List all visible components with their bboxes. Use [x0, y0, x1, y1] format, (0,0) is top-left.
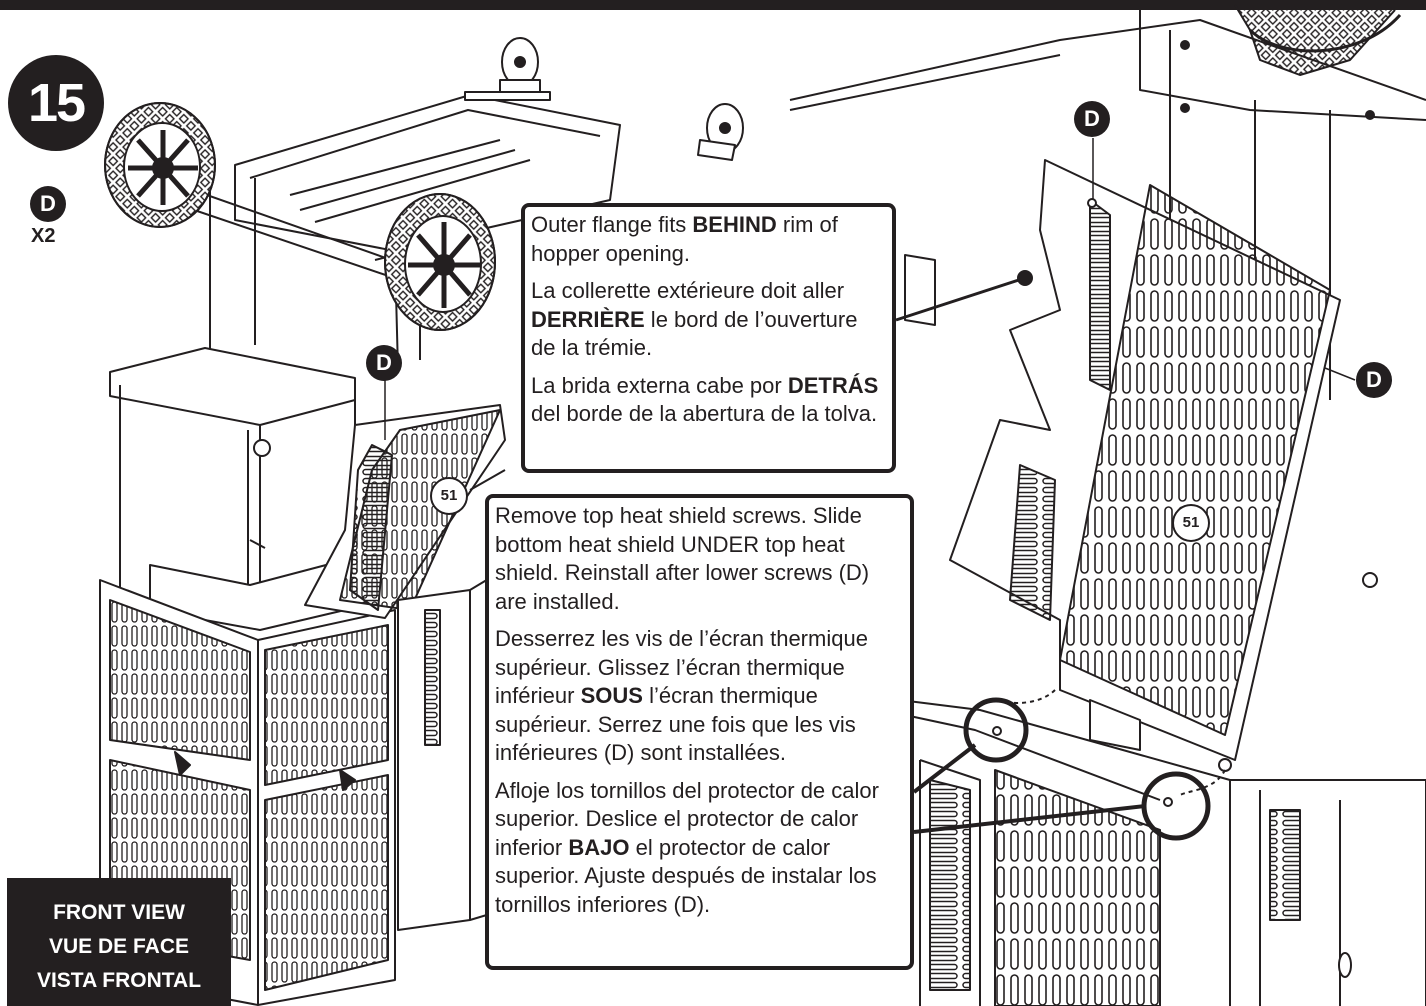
- part-number-label: 51: [430, 477, 468, 515]
- heat-shield-instruction-callout: Remove top heat shield screws. Slide bot…: [485, 494, 914, 970]
- instruction-french: La collerette extérieure doit aller DERR…: [531, 278, 858, 360]
- part-number-label: 51: [1172, 504, 1210, 542]
- instruction-english: Outer flange fits BEHIND rim of hopper o…: [531, 212, 838, 266]
- hardware-badge-d: D: [30, 186, 66, 222]
- view-label-english: FRONT VIEW: [53, 901, 185, 924]
- flange-instruction-callout: Outer flange fits BEHIND rim of hopper o…: [521, 203, 896, 473]
- screw-marker-d: D: [1074, 101, 1110, 137]
- screw-marker-d: D: [1356, 362, 1392, 398]
- view-label-french: VUE DE FACE: [48, 935, 190, 958]
- step-number: 15: [8, 55, 104, 151]
- instruction-french: Desserrez les vis de l’écran thermique s…: [495, 626, 868, 765]
- view-label-spanish: VISTA FRONTAL: [36, 969, 202, 992]
- top-bar: [0, 0, 1426, 10]
- screw-marker-d: D: [366, 345, 402, 381]
- instruction-spanish: Afloje los tornillos del protector de ca…: [495, 777, 879, 917]
- view-label-box: FRONT VIEW VUE DE FACE VISTA FRONTAL: [7, 878, 231, 1006]
- instruction-spanish: La brida externa cabe por DETRÁS del bor…: [531, 372, 879, 427]
- hardware-quantity: X2: [31, 225, 56, 247]
- instruction-english: Remove top heat shield screws. Slide bot…: [495, 503, 870, 614]
